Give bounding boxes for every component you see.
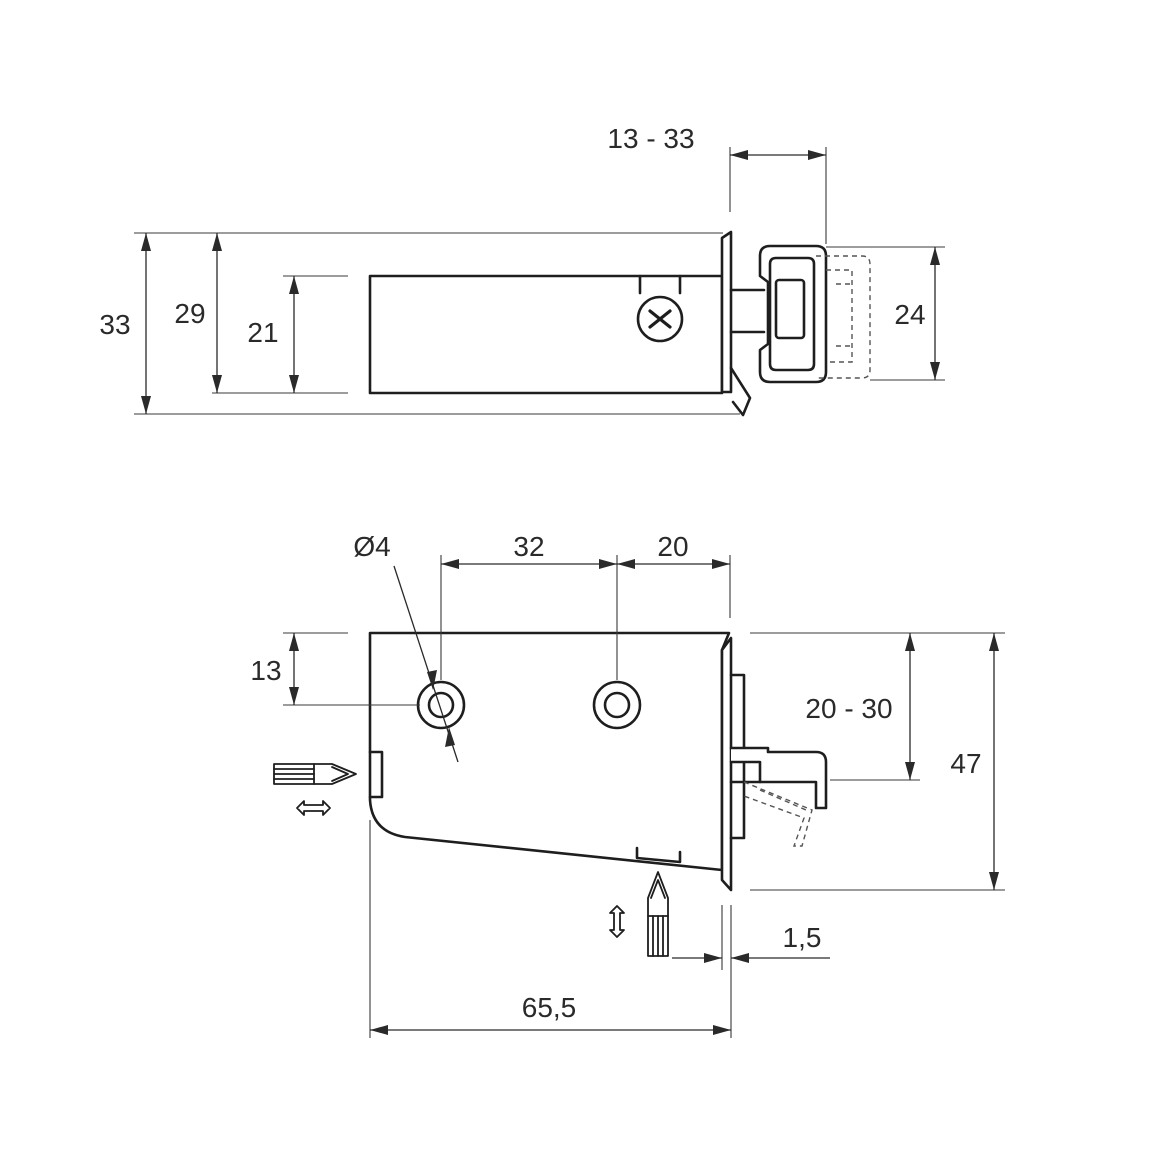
front-view: Ø4 32 20 13 20 - 30 47 1,5 65,5 [250, 531, 1005, 1038]
top-view-push-head-extended [816, 255, 871, 379]
top-dim-overall-height: 33 [99, 309, 130, 340]
top-view: 13 - 33 33 29 21 24 [99, 123, 945, 417]
cross-screw-icon [636, 295, 684, 343]
top-view-flange [720, 230, 733, 394]
mounting-hole-2 [592, 680, 642, 730]
double-arrow-vertical-icon [609, 905, 625, 938]
front-view-latch-pivoted [743, 781, 813, 847]
top-view-stem [729, 288, 766, 334]
top-dim-stroke-adjust: 13 - 33 [607, 123, 694, 154]
front-view-latch [729, 746, 828, 810]
mounting-hole-1 [416, 680, 466, 730]
top-dim-inner-height: 29 [174, 298, 205, 329]
front-dim-hole-spacing: 32 [513, 531, 544, 562]
top-view-clip [729, 366, 752, 417]
screwdriver-bit-vertical-icon [647, 871, 669, 957]
front-dim-hole-diameter: Ø4 [353, 531, 390, 562]
double-arrow-horizontal-icon [296, 800, 331, 816]
top-dim-head-height: 24 [894, 299, 925, 330]
front-view-housing [368, 631, 731, 872]
top-view-push-head [758, 244, 828, 384]
front-dim-hole-height: 13 [250, 655, 281, 686]
front-dim-overall-height: 47 [950, 748, 981, 779]
front-dim-flange-thickness: 1,5 [783, 922, 822, 953]
front-dim-hole-to-front: 20 [657, 531, 688, 562]
top-view-push-head-inner [768, 256, 816, 372]
front-dim-height-adjust: 20 - 30 [805, 693, 892, 724]
screwdriver-bit-horizontal-icon [273, 763, 357, 785]
front-view-flange [720, 636, 733, 892]
front-dim-overall-length: 65,5 [522, 992, 577, 1023]
top-dim-body-height: 21 [247, 317, 278, 348]
top-view-screw-boss [638, 274, 682, 295]
